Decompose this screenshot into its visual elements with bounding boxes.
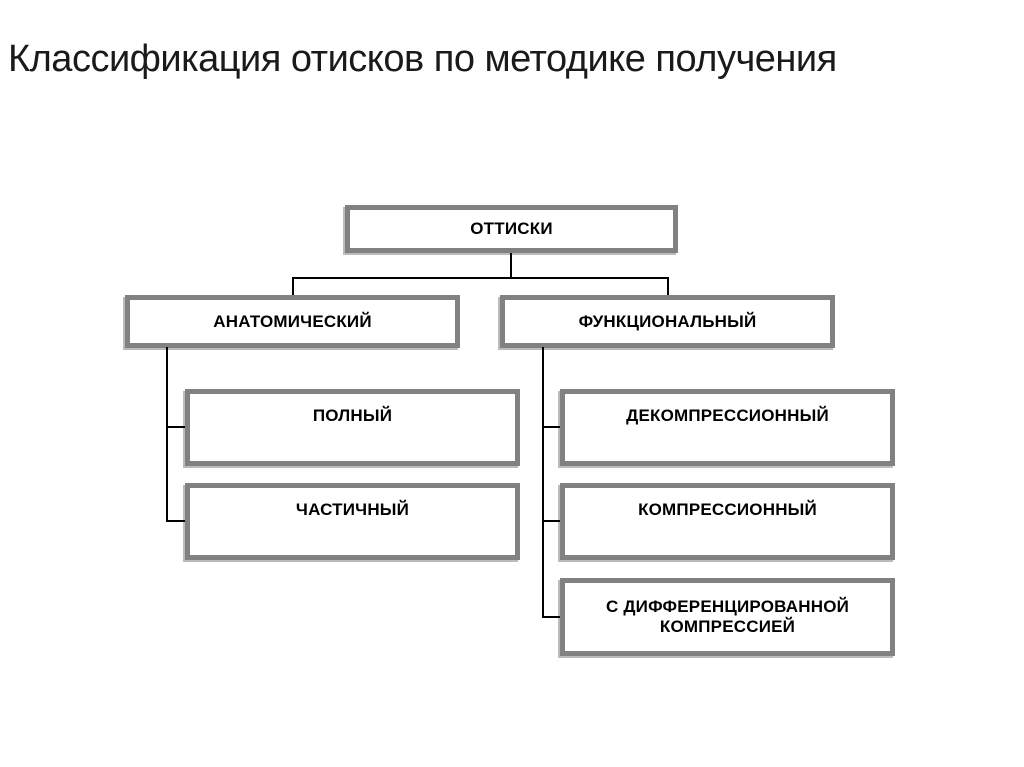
node-chastichnyy: ЧАСТИЧНЫЙ bbox=[185, 483, 520, 560]
node-kompressionnyy: КОМПРЕССИОННЫЙ bbox=[560, 483, 895, 560]
slide-title: Классификация отисков по методике получе… bbox=[8, 38, 837, 80]
node-polnyy-label: ПОЛНЫЙ bbox=[312, 406, 393, 425]
connector-funkcionalnyy-drop bbox=[667, 277, 669, 295]
node-s-differencirovannoy-kompressiey: С ДИФФЕРЕНЦИРОВАННОЙ КОМПРЕССИЕЙ bbox=[560, 578, 895, 656]
connector-anatomicheskiy-drop bbox=[292, 277, 294, 295]
connector-stub-chastichnyy bbox=[166, 520, 185, 522]
node-ottiski: ОТТИСКИ bbox=[345, 205, 678, 253]
node-dekompressionnyy: ДЕКОМПРЕССИОННЫЙ bbox=[560, 389, 895, 466]
connector-root-stem bbox=[510, 253, 512, 277]
node-s-differencirovannoy-kompressiey-label: С ДИФФЕРЕНЦИРОВАННОЙ КОМПРЕССИЕЙ bbox=[605, 597, 850, 636]
connector-stub-polnyy bbox=[166, 426, 185, 428]
connector-stub-dekompressionnyy bbox=[542, 426, 560, 428]
connector-stub-differencirovannaya bbox=[542, 616, 560, 618]
node-anatomicheskiy-label: АНАТОМИЧЕСКИЙ bbox=[213, 311, 372, 331]
node-funkcionalnyy: ФУНКЦИОНАЛЬНЫЙ bbox=[500, 295, 835, 348]
node-chastichnyy-label: ЧАСТИЧНЫЙ bbox=[295, 500, 410, 519]
connector-level2-crossbar bbox=[292, 277, 669, 279]
node-dekompressionnyy-label: ДЕКОМПРЕССИОННЫЙ bbox=[626, 406, 829, 425]
node-polnyy: ПОЛНЫЙ bbox=[185, 389, 520, 466]
node-funkcionalnyy-label: ФУНКЦИОНАЛЬНЫЙ bbox=[578, 311, 757, 331]
node-kompressionnyy-label: КОМПРЕССИОННЫЙ bbox=[638, 500, 817, 519]
connector-stub-kompressionnyy bbox=[542, 520, 560, 522]
connector-left-trunk bbox=[166, 347, 168, 522]
connector-right-trunk bbox=[542, 347, 544, 618]
node-anatomicheskiy: АНАТОМИЧЕСКИЙ bbox=[125, 295, 460, 348]
node-ottiski-label: ОТТИСКИ bbox=[470, 219, 553, 238]
